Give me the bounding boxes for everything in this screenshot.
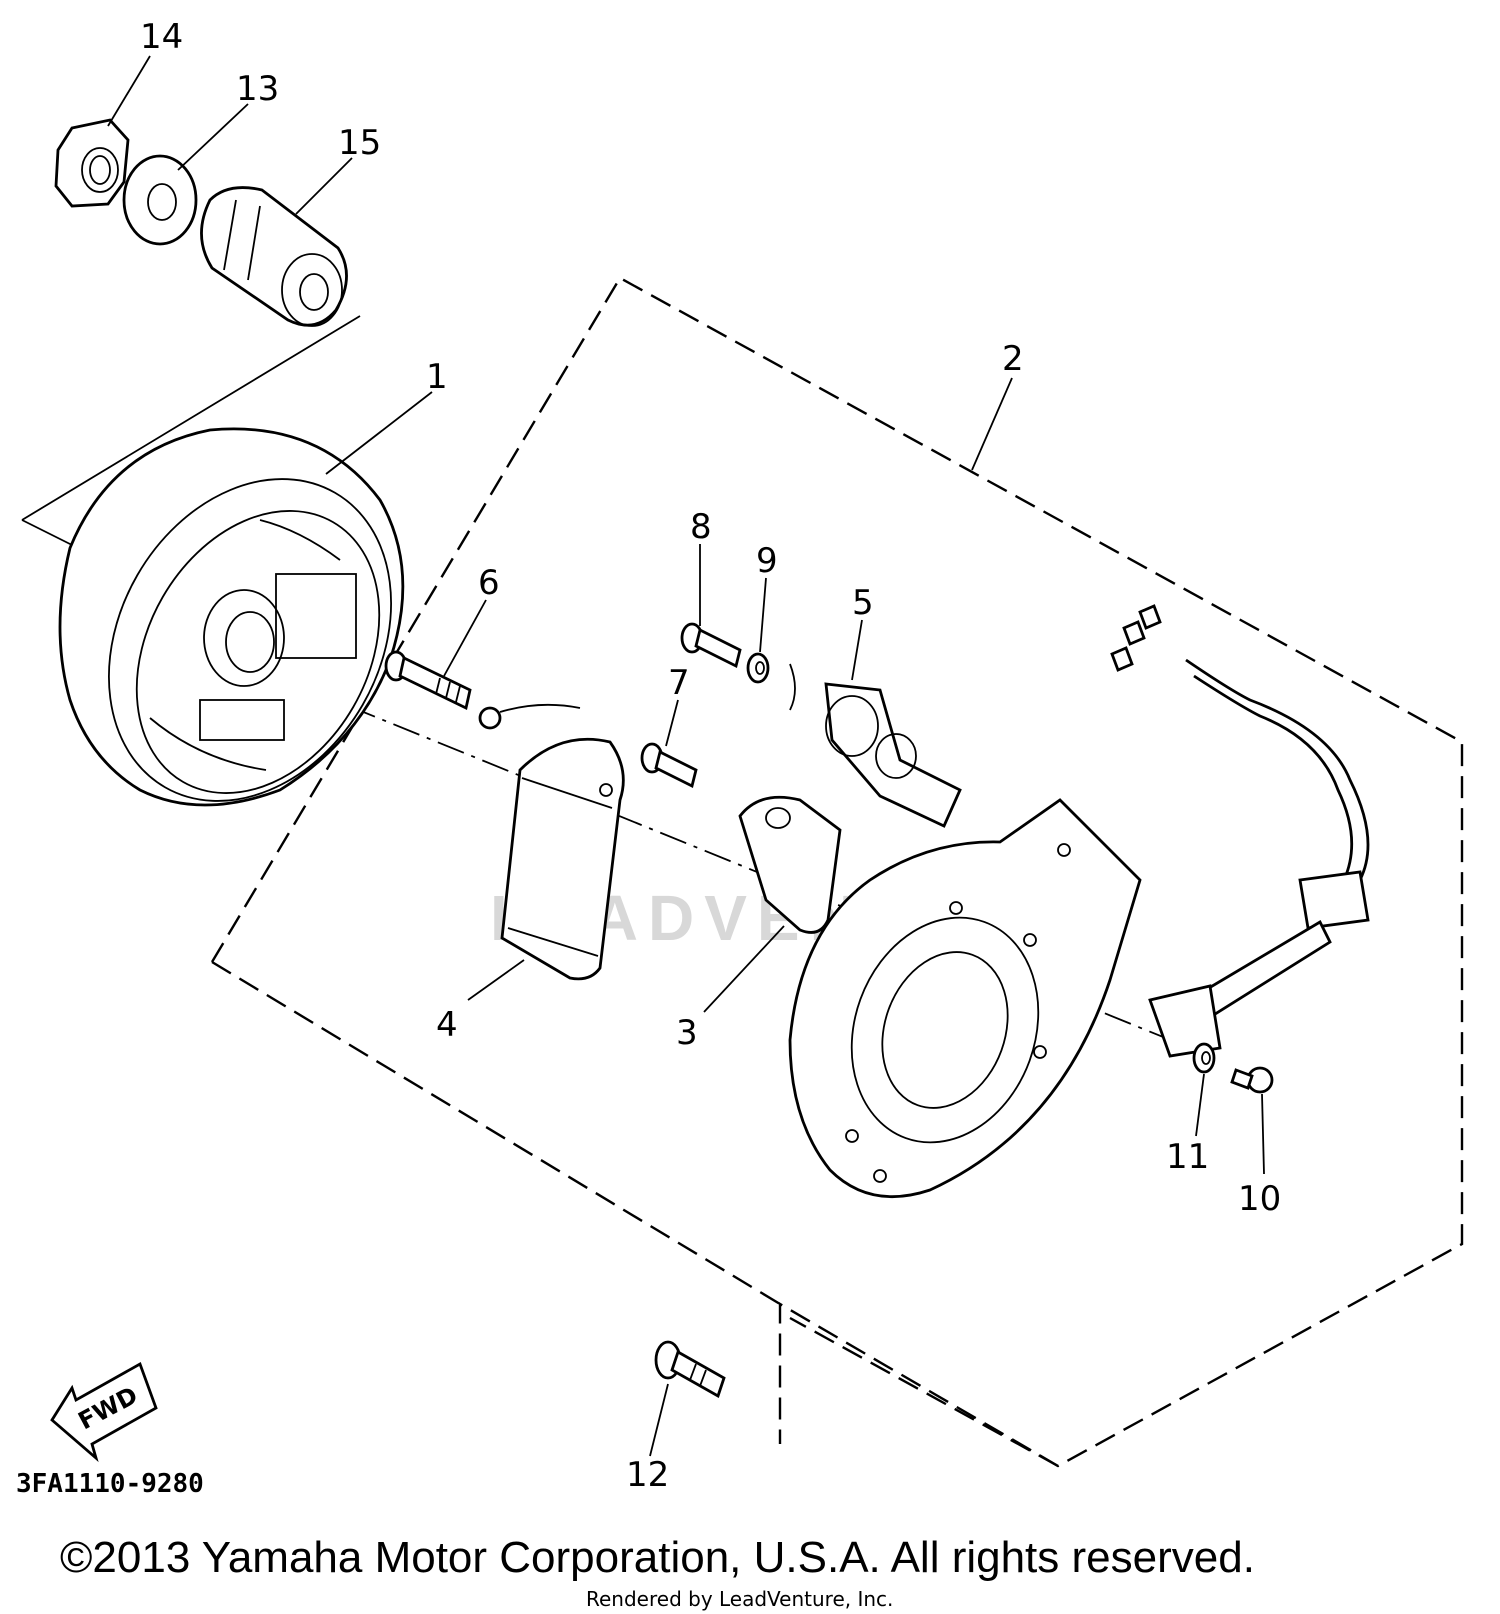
- label-part-14: 14: [140, 17, 183, 57]
- wire-harness: [1110, 604, 1370, 1058]
- rendered-by-text: Rendered by LeadVenture, Inc.: [586, 1587, 893, 1611]
- stator-plate-part-2: [788, 798, 1142, 1199]
- assembly-boundary-dashed: [210, 276, 1464, 1468]
- label-part-3: 3: [676, 1013, 698, 1053]
- shaft-connector-line-2: [21, 519, 73, 546]
- label-part-8: 8: [690, 507, 712, 547]
- screw-part-7: [640, 742, 698, 789]
- diagram-code: 3FA1110-9280: [16, 1469, 204, 1499]
- copyright-text: ©2013 Yamaha Motor Corporation, U.S.A. A…: [60, 1533, 1255, 1582]
- shaft-connector-line: [21, 315, 361, 521]
- center-axis-line: [259, 669, 1201, 1053]
- screw-part-10: [1230, 1066, 1274, 1094]
- leader-lines: [107, 55, 1265, 1457]
- fwd-arrow: FWD: [50, 1361, 158, 1463]
- label-part-12: 12: [626, 1455, 669, 1495]
- nut-part-14: [54, 118, 130, 208]
- label-part-2: 2: [1002, 339, 1024, 379]
- label-part-1: 1: [426, 357, 448, 397]
- pulser-coil-part-5: [824, 682, 962, 828]
- washer-part-13: [122, 154, 198, 246]
- label-part-10: 10: [1238, 1179, 1281, 1219]
- label-part-11: 11: [1166, 1137, 1209, 1177]
- screw-part-8: [680, 622, 742, 669]
- label-part-9: 9: [756, 541, 778, 581]
- label-part-7: 7: [668, 663, 690, 703]
- label-part-15: 15: [338, 123, 381, 163]
- collar-part-15: [200, 186, 348, 327]
- bolt-part-6: [384, 650, 472, 711]
- washer-part-9: [746, 652, 796, 711]
- label-part-6: 6: [478, 563, 500, 603]
- label-part-4: 4: [436, 1005, 458, 1045]
- assembly-boundary-closing: [211, 960, 781, 1306]
- charge-coil-part-3: [738, 795, 842, 934]
- ignition-coil-part-4: [500, 737, 625, 981]
- washer-part-11: [1192, 1042, 1216, 1074]
- flywheel-rotor-part-1: [58, 427, 405, 807]
- label-part-13: 13: [236, 69, 279, 109]
- assembly-boundary-right: [789, 1316, 1059, 1468]
- label-part-5: 5: [852, 583, 874, 623]
- wire-terminal: [478, 703, 581, 730]
- bolt-part-12: [654, 1340, 726, 1399]
